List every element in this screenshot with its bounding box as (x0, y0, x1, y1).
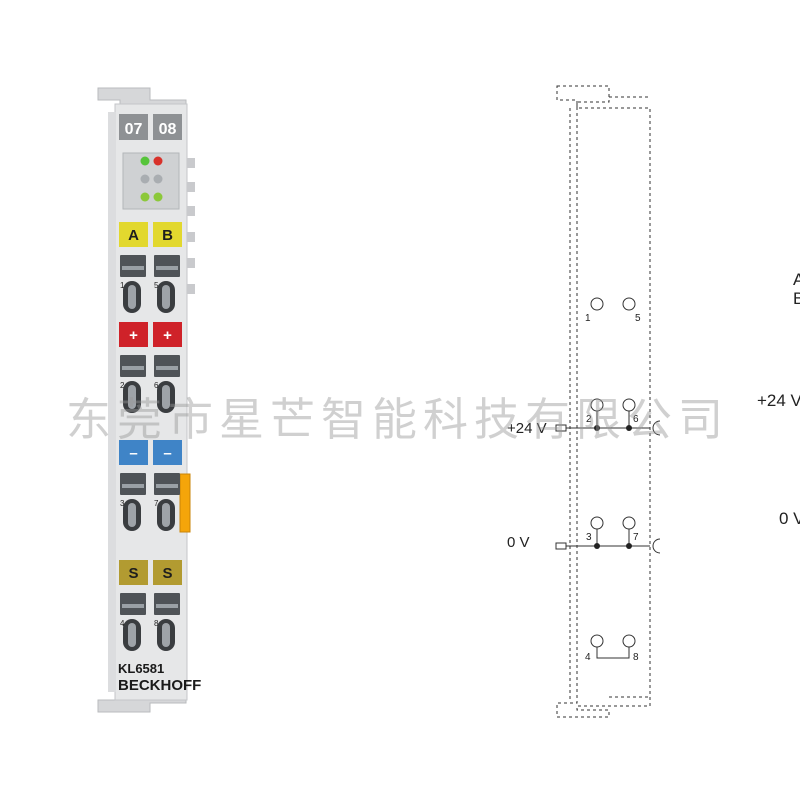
led-panel (122, 152, 180, 210)
zero-terminal (555, 542, 567, 550)
terminal-color-label-text: + (129, 327, 138, 344)
pin-8-circle (622, 634, 636, 648)
terminal-color-label-text: – (129, 445, 137, 462)
jumper-clip (179, 473, 191, 533)
pin-number: 7 (154, 499, 159, 508)
status-led (153, 174, 163, 184)
terminal-color-label (119, 222, 148, 247)
terminal-color-label-text: + (163, 327, 172, 344)
pin-1-circle (590, 297, 604, 311)
pin-3-circle (590, 516, 604, 530)
terminal-row: A 1 B 5 (119, 222, 182, 313)
pin-4-circle (590, 634, 604, 648)
pin-number: 5 (154, 281, 159, 290)
right-edge-labels: A B +24 V 0 V (757, 270, 800, 528)
pin-2-circle (590, 398, 604, 412)
pin-number: 3 (120, 499, 125, 508)
plus-24v-label: +24 V (507, 420, 547, 437)
terminal-color-label (119, 322, 148, 347)
status-led (140, 192, 150, 202)
terminal-color-label-text: – (163, 445, 171, 462)
status-led (140, 174, 150, 184)
model-label: KL6581 (118, 661, 164, 676)
pin-1-number: 1 (585, 313, 591, 324)
edge-label-a: A (793, 270, 800, 289)
plus-terminal (555, 424, 567, 432)
pin-3-number: 3 (586, 532, 592, 543)
brand-logo: BECKHOFF (118, 677, 201, 694)
housing-outline (556, 85, 651, 718)
terminal-color-label-text: S (162, 565, 172, 582)
pin-5-circle (622, 297, 636, 311)
terminal-color-label (153, 560, 182, 585)
status-led (153, 156, 163, 166)
terminal-color-label (153, 322, 182, 347)
wiring-schematic (555, 85, 661, 718)
terminal-row: +2 +6 (119, 322, 182, 413)
pin-number: 6 (154, 381, 159, 390)
edge-label-b: B (793, 289, 800, 308)
slot-label-07: 07 (125, 121, 143, 138)
pin-8-number: 8 (633, 652, 639, 663)
terminal-row: S 4 S 8 (119, 560, 182, 651)
terminal-color-label-text: S (128, 565, 138, 582)
terminal-color-label (153, 440, 182, 465)
pin-7-circle (622, 516, 636, 530)
pin-6-number: 6 (633, 414, 639, 425)
pin-number: 4 (120, 619, 125, 628)
terminal-color-label (119, 560, 148, 585)
status-led (140, 156, 150, 166)
pin-7-number: 7 (633, 532, 639, 543)
terminal-color-label-text: A (128, 227, 139, 244)
status-led (153, 192, 163, 202)
schematic-labels: 1 5 2 6 3 7 4 8 +24 V 0 V (507, 313, 641, 663)
terminal-color-label (119, 440, 148, 465)
terminal-module: 07 08 A 1 B 5 +2 +6 – 3 – 7S 4 S 8 KL6581 BECKHOFF (97, 87, 201, 713)
pin-6-circle (622, 398, 636, 412)
terminal-row: – 3 – 7 (119, 440, 182, 531)
zero-v-label: 0 V (507, 534, 530, 551)
terminal-color-label-text: B (162, 227, 173, 244)
edge-label-plus-24v: +24 V (757, 391, 800, 410)
pin-number: 8 (154, 619, 159, 628)
pin-4-number: 4 (585, 652, 591, 663)
terminal-color-label (153, 222, 182, 247)
pin-number: 2 (120, 381, 125, 390)
pin-2-number: 2 (586, 414, 592, 425)
pin-5-number: 5 (635, 313, 641, 324)
edge-label-0v: 0 V (779, 509, 800, 528)
slot-label-08: 08 (159, 121, 177, 138)
pin-number: 1 (120, 281, 125, 290)
